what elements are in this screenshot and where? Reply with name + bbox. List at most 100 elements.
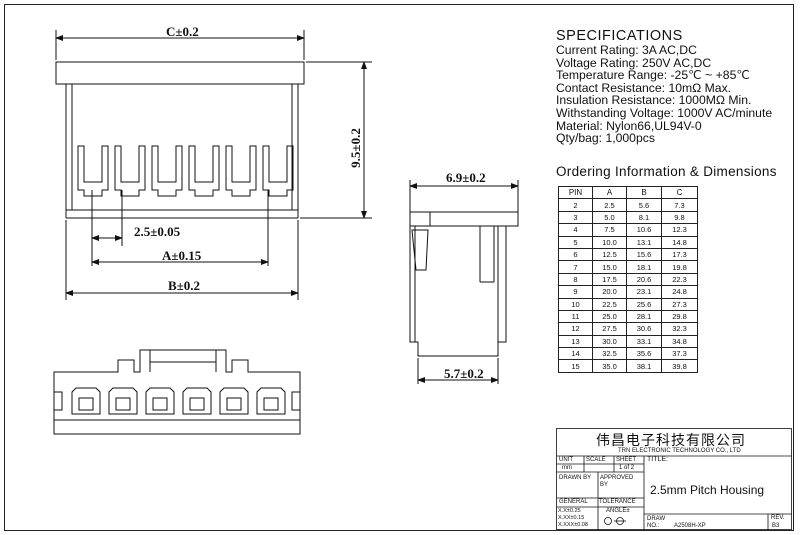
table-cell: 39.8 <box>661 359 698 373</box>
table-cell: 29.8 <box>661 309 698 324</box>
dim-pitch: 2.5±0.05 <box>134 224 181 239</box>
table-cell: 24.8 <box>661 285 698 299</box>
terminal-cavity <box>71 387 101 415</box>
draw-no: A2508H-XP <box>674 523 706 529</box>
table-cell: 25.6 <box>626 297 662 311</box>
spec-current: Current Rating: 3A AC,DC <box>556 43 697 57</box>
contact-slot <box>225 145 257 197</box>
table-cell: 30.0 <box>592 334 627 349</box>
table-cell: 28.1 <box>626 309 662 324</box>
table-cell: 13 <box>558 334 593 349</box>
table-cell: 23.1 <box>626 285 662 299</box>
table-cell: 10 <box>558 297 593 311</box>
title-block: 伟昌电子科技有限公司 TRN ELECTRONIC TECHNOLOGY CO.… <box>556 428 792 530</box>
table-cell: 14.8 <box>661 235 698 249</box>
table-cell: 8 <box>558 272 593 287</box>
col-c: C <box>661 185 698 200</box>
spec-insulation-resistance: Insulation Resistance: 1000MΩ Min. <box>556 93 752 108</box>
table-cell: 2.5 <box>592 198 627 212</box>
table-cell: 8.1 <box>626 210 662 225</box>
table-cell: 7.5 <box>592 223 627 237</box>
specifications-title: SPECIFICATIONS <box>556 28 683 44</box>
spec-withstanding-voltage: Withstanding Voltage: 1000V AC/minute <box>556 105 773 120</box>
table-cell: 35.0 <box>592 359 627 373</box>
table-cell: 5 <box>558 235 593 249</box>
table-cell: 15.6 <box>626 247 662 262</box>
table-header-row: PIN A B C <box>558 185 698 200</box>
side-view <box>409 180 519 384</box>
title-block-grid <box>556 428 792 530</box>
table-cell: 17.5 <box>592 272 627 287</box>
table-cell: 17.3 <box>661 247 698 262</box>
table-cell: 38.1 <box>626 359 662 373</box>
rev-value: B3 <box>772 523 780 529</box>
ordering-title: Ordering Information & Dimensions <box>556 164 777 179</box>
draw-no-label: DRAW NO.: <box>647 516 666 529</box>
table-cell: 33.1 <box>626 334 662 349</box>
dim-height: 9.5±0.2 <box>348 128 363 168</box>
table-cell: 20.0 <box>592 285 627 299</box>
table-cell: 19.8 <box>661 260 698 274</box>
table-cell: 9 <box>558 285 593 299</box>
dim-b: B±0.2 <box>168 278 200 293</box>
tolerance-label: TOLERANCE <box>599 499 636 505</box>
contact-slot <box>77 145 109 197</box>
drawing-title: 2.5mm Pitch Housing <box>650 483 765 497</box>
drawing-frame <box>4 4 794 531</box>
drawn-by-label: DRAWN BY <box>559 475 592 481</box>
approved-by-label: APPROVED BY <box>600 475 634 488</box>
table-cell: 15 <box>558 359 593 373</box>
sheet-value: 1 of 2 <box>619 465 635 471</box>
unit-label: UNIT <box>559 457 573 463</box>
spec-temperature: Temperature Range: -25℃ ~ +85℃ <box>556 68 751 83</box>
table-cell: 7.3 <box>661 198 698 212</box>
spec-qty: Qty/bag: 1,000pcs <box>556 131 655 146</box>
table-cell: 35.6 <box>626 347 662 361</box>
table-cell: 7 <box>558 260 593 274</box>
table-cell: 13.1 <box>626 235 662 249</box>
unit-value: mm <box>562 465 572 471</box>
col-a: A <box>592 185 627 200</box>
scale-label: SCALE <box>586 457 606 463</box>
general-label: GENERAL <box>559 499 588 505</box>
table-cell: 22.3 <box>661 272 698 287</box>
table-cell: 27.3 <box>661 297 698 311</box>
bottom-view <box>53 349 301 435</box>
contact-slot <box>151 145 183 197</box>
contact-slot <box>262 145 294 197</box>
dim-side-bottom: 5.7±0.2 <box>444 366 484 381</box>
company-name-cn: 伟昌电子科技有限公司 <box>596 433 746 449</box>
table-cell: 9.8 <box>661 210 698 225</box>
terminal-cavity <box>219 387 249 415</box>
spec-contact-resistance: Contact Resistance: 10mΩ Max. <box>556 80 732 95</box>
specifications-list: Current Rating: 3A AC,DC Voltage Rating:… <box>556 44 772 145</box>
table-cell: 34.8 <box>661 334 698 349</box>
table-cell: 12.5 <box>592 247 627 262</box>
col-pin: PIN <box>558 185 593 200</box>
dim-side-top: 6.9±0.2 <box>446 170 486 185</box>
table-cell: 22.5 <box>592 297 627 311</box>
table-cell: 3 <box>558 210 593 225</box>
terminal-cavity <box>145 387 175 415</box>
dim-c: C±0.2 <box>166 24 199 39</box>
table-cell: 12 <box>558 322 593 336</box>
tolerance-3: X.XXX±0.08 <box>558 522 588 528</box>
table-cell: 2 <box>558 198 593 212</box>
terminal-cavity <box>108 387 138 415</box>
table-cell: 10.0 <box>592 235 627 249</box>
table-cell: 5.6 <box>626 198 662 212</box>
table-cell: 12.3 <box>661 223 698 237</box>
spec-material: Material: Nylon66,UL94V-0 <box>556 118 702 133</box>
